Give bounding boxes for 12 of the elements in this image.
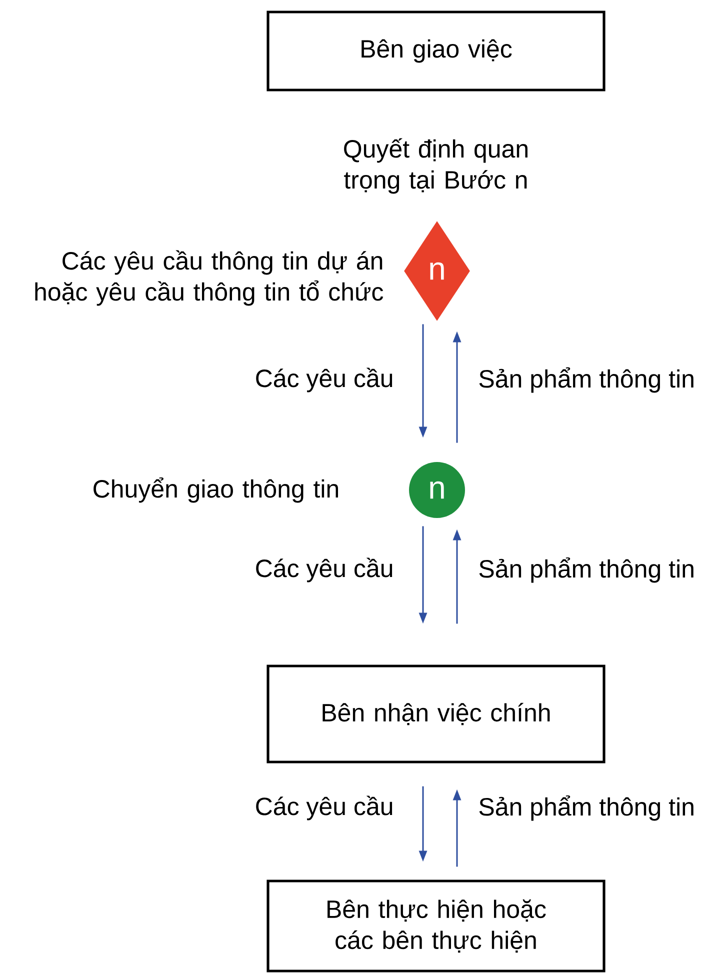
note-text: Quyết định quan trọng tại Bước n (344, 138, 528, 194)
process-box: Bên nhận việc chính (266, 664, 606, 764)
note-text: Chuyển giao thông tin (94, 477, 338, 503)
edge-label: Các yêu cầu (256, 796, 392, 820)
node-caption: Các yêu cầu thông tin dự án hoặc yêu cầu thông tin tổ chức (35, 250, 384, 306)
edge-label: Sản phẩm thông tin (479, 557, 694, 583)
process-box: Bên giao việc (266, 10, 606, 92)
edge-label: Các yêu cầu (256, 368, 392, 392)
process-box: Bên thực hiện hoặc các bên thực hiện (266, 880, 606, 972)
edge-label: Các yêu cầu (256, 558, 392, 582)
edge-label: Sản phẩm thông tin (479, 795, 694, 821)
edge-label: Sản phẩm thông tin (479, 367, 694, 393)
